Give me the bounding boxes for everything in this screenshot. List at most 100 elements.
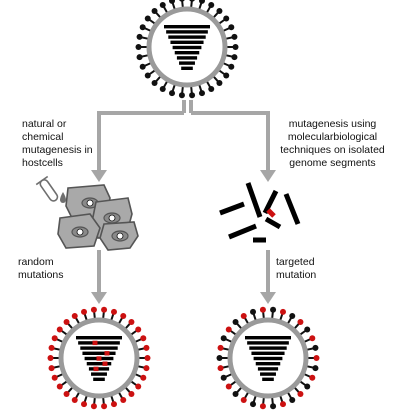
lower-arrows	[91, 250, 276, 304]
spike-knob	[144, 355, 151, 361]
spike-knob	[231, 54, 238, 61]
spike-knob	[198, 0, 205, 4]
genome-bar	[172, 45, 202, 50]
genome-bar	[245, 336, 291, 340]
spike-knob	[232, 318, 239, 325]
genome-bar	[174, 51, 200, 55]
spike-knob	[140, 374, 147, 381]
genome-segment	[262, 189, 279, 215]
spike-knob	[259, 403, 266, 410]
spike-knob	[143, 365, 150, 372]
mutation-marker	[102, 361, 108, 366]
spike-knob	[270, 306, 277, 313]
mutation-marker	[96, 356, 102, 361]
spike-knob	[208, 86, 215, 93]
spike-knob	[90, 306, 97, 313]
spike-knob	[312, 365, 319, 372]
spike-knob	[48, 344, 55, 351]
spike-knob	[240, 397, 247, 404]
label-targeted-mutation: targeted mutation	[276, 256, 317, 281]
spike-knob	[228, 24, 235, 31]
label-natural-chemical-mutagenesis: natural or chemical mutagenesis in hostc…	[22, 118, 93, 169]
spike-knob	[297, 391, 304, 398]
spike-knob	[250, 401, 257, 408]
spike-knob	[279, 401, 286, 408]
spike-knob	[81, 401, 88, 408]
genome-bar	[251, 351, 285, 355]
spike-knob	[309, 335, 316, 342]
mini-virus-in-cell	[76, 199, 124, 240]
spike-knob	[225, 326, 232, 333]
spike-knob	[216, 7, 223, 14]
genome-bar	[260, 372, 276, 376]
spike-knob	[151, 80, 158, 87]
spike-knob	[144, 72, 151, 79]
host-cells	[57, 184, 139, 251]
spike-knob	[135, 383, 142, 390]
genome-bar	[82, 351, 116, 355]
spike-knob	[136, 33, 143, 40]
spike-knob	[135, 326, 142, 333]
spike-knob	[136, 54, 143, 61]
spike-knob	[250, 308, 257, 315]
genome-bar	[255, 362, 281, 366]
genome-bar	[76, 336, 122, 340]
spike-knob	[128, 391, 135, 398]
genome-bar	[257, 367, 279, 371]
spike-knob	[51, 374, 58, 381]
spike-knob	[120, 312, 127, 319]
spike-knob	[139, 63, 146, 70]
spike-knob	[289, 312, 296, 319]
spike-knob	[289, 397, 296, 404]
spike-knob	[101, 306, 108, 313]
mutation-marker	[266, 208, 276, 218]
spike-knob	[313, 355, 320, 361]
genome-bar	[91, 372, 107, 376]
spike-knob	[178, 92, 185, 99]
virus-random-mutations	[47, 306, 151, 410]
spike-knob	[143, 344, 150, 351]
spike-knob	[208, 1, 215, 8]
genome-bar	[176, 56, 198, 60]
spike-knob	[63, 318, 70, 325]
spike-knob	[220, 374, 227, 381]
genome-bar	[249, 346, 287, 350]
arrowhead-right-upper	[260, 170, 276, 182]
spike-knob	[198, 90, 205, 97]
mutation-marker	[92, 340, 98, 346]
genome-bar	[253, 356, 283, 361]
virus-targeted-mutation	[216, 306, 320, 410]
genome-bar	[88, 367, 110, 371]
spike-knob	[159, 86, 166, 93]
genome-bar	[262, 377, 274, 381]
spike-knob	[56, 326, 63, 333]
spike-knob	[304, 326, 311, 333]
spike-knob	[179, 0, 185, 2]
spike-knob	[216, 355, 223, 361]
genome-bar	[168, 35, 206, 39]
genome-segment	[228, 223, 257, 240]
spike-knob	[189, 0, 195, 2]
spike-knob	[159, 1, 166, 8]
spike-knob	[297, 318, 304, 325]
genome-bar	[166, 30, 208, 34]
spike-knob	[216, 80, 223, 87]
virus-original	[135, 0, 239, 99]
arrowhead-left-upper	[91, 170, 107, 182]
genome-bar	[86, 362, 112, 366]
spike-knob	[259, 306, 266, 313]
genome-segment	[283, 193, 301, 225]
spike-knob	[232, 391, 239, 398]
genome-bar	[181, 66, 193, 70]
spike-knob	[225, 383, 232, 390]
label-molecular-mutagenesis: mutagenesis using molecularbiological te…	[280, 118, 385, 169]
spike-knob	[71, 397, 78, 404]
spike-knob	[223, 72, 230, 79]
genome-segment	[219, 201, 245, 216]
spike-knob	[63, 391, 70, 398]
test-tube-icon	[35, 175, 66, 203]
spike-knob	[231, 33, 238, 40]
spike-knob	[217, 344, 224, 351]
genome-segment	[264, 216, 282, 230]
